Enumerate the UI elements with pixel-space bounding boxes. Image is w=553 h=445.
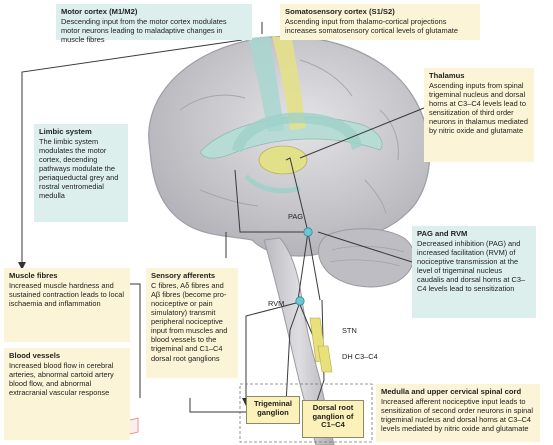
somatosensory-title: Somatosensory cortex (S1/S2) bbox=[285, 7, 395, 16]
somatosensory-box: Somatosensory cortex (S1/S2) Ascending i… bbox=[280, 4, 480, 40]
brainstem bbox=[263, 237, 335, 445]
motor-cortex-title: Motor cortex (M1/M2) bbox=[61, 7, 138, 16]
stn-label: STN bbox=[342, 326, 357, 335]
trigeminal-ganglion-box: Trigeminal ganglion bbox=[246, 396, 300, 424]
muscle-fibres-title: Muscle fibres bbox=[9, 271, 58, 280]
blood-vessels-title: Blood vessels bbox=[9, 351, 61, 360]
blood-vessels-text: Increased blood flow in cerebral arterie… bbox=[9, 361, 114, 398]
limbic-system-text: The limbic system modulates the motor co… bbox=[39, 137, 119, 201]
muscle-fibres-text: Increased muscle hardness and sustained … bbox=[9, 281, 125, 309]
muscle-fibres-box: Muscle fibres Increased muscle hardness … bbox=[4, 268, 130, 342]
pag-node bbox=[303, 227, 313, 237]
cerebellum bbox=[318, 228, 415, 288]
pag-rvm-title: PAG and RVM bbox=[417, 229, 468, 238]
pag-rvm-box: PAG and RVM Decreased inhibition (PAG) a… bbox=[412, 226, 536, 318]
motor-cortex-text: Descending input from the motor cortex m… bbox=[61, 17, 227, 45]
limbic-system-title: Limbic system bbox=[39, 127, 92, 136]
motor-cortex-region bbox=[248, 36, 284, 132]
somatosensory-text: Ascending input from thalamo-cortical pr… bbox=[285, 17, 458, 36]
thalamus-region bbox=[258, 145, 308, 175]
rvm-node bbox=[295, 296, 305, 306]
sensory-afferents-text: C fibres, Aδ fibres and Aβ fibres (becom… bbox=[151, 281, 228, 363]
limbic-system-box: Limbic system The limbic system modulate… bbox=[34, 124, 128, 222]
pag-rvm-text: Decreased inhibition (PAG) and increased… bbox=[417, 239, 526, 294]
thalamus-box: Thalamus Ascending inputs from spinal tr… bbox=[424, 68, 534, 162]
blood-vessels-box: Blood vessels Increased blood flow in ce… bbox=[4, 348, 130, 440]
rvm-label: RVM bbox=[268, 299, 285, 308]
thalamus-title: Thalamus bbox=[429, 71, 465, 80]
dorsal-root-ganglion-box: Dorsal root ganglion of C1–C4 bbox=[302, 400, 364, 438]
somatosensory-region bbox=[272, 36, 306, 130]
motor-cortex-box: Motor cortex (M1/M2) Descending input fr… bbox=[56, 4, 252, 44]
dh-c3-c4-label: DH C3–C4 bbox=[342, 352, 378, 361]
sensory-afferents-title: Sensory afferents bbox=[151, 271, 216, 280]
limbic-region bbox=[232, 112, 362, 152]
pag-label: PAG bbox=[288, 212, 304, 221]
medulla-box: Medulla and upper cervical spinal cord I… bbox=[376, 384, 540, 442]
medulla-title: Medulla and upper cervical spinal cord bbox=[381, 387, 522, 396]
sensory-afferents-box: Sensory afferents C fibres, Aδ fibres an… bbox=[146, 268, 238, 378]
thalamus-text: Ascending inputs from spinal trigeminal … bbox=[429, 81, 529, 136]
medulla-text: Increased afferent nociceptive input lea… bbox=[381, 397, 534, 434]
